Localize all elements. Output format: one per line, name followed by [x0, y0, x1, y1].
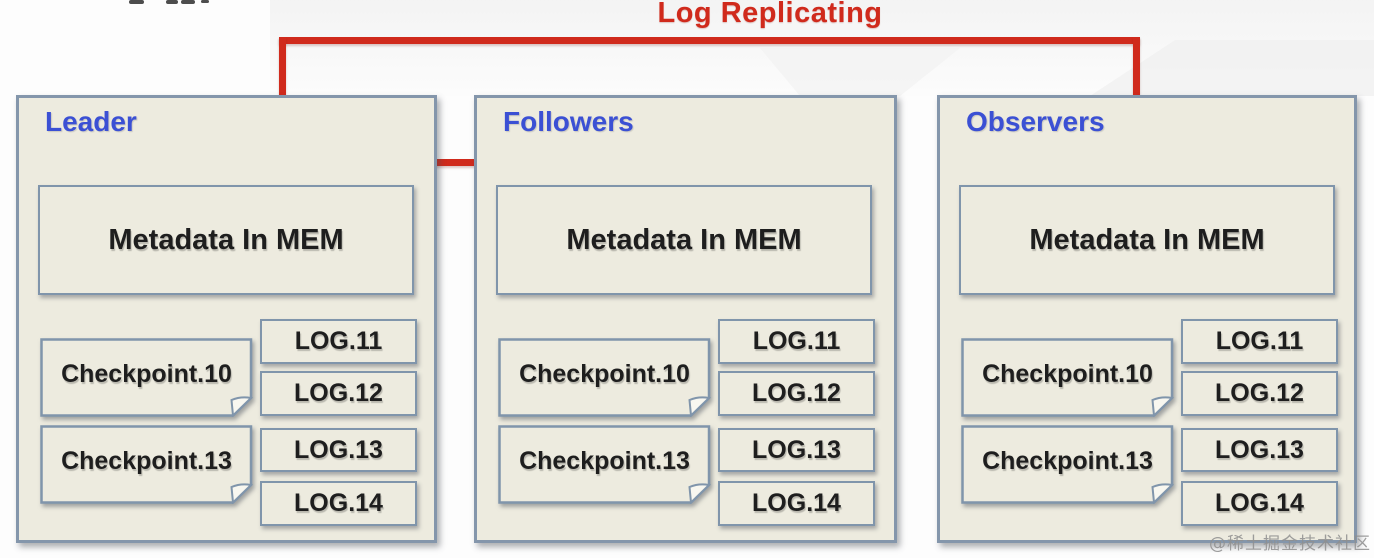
checkpoint-label: Checkpoint.10	[61, 360, 232, 388]
log-label: LOG.11	[1215, 327, 1304, 355]
metadata-in-mem-box: Metadata In MEM	[496, 185, 872, 295]
log-box: LOG.14	[718, 481, 875, 526]
cropped-text-mark	[201, 0, 209, 3]
panel-title: Observers	[966, 106, 1105, 137]
site-watermark: @稀土掘金技术社区	[1209, 534, 1371, 554]
log-label: LOG.13	[752, 435, 841, 464]
leader-panel: Leader Metadata In MEM Checkpoint.10 Che…	[16, 95, 437, 543]
metadata-in-mem-box: Metadata In MEM	[959, 185, 1335, 295]
checkpoint-note: Checkpoint.10	[961, 338, 1174, 417]
checkpoint-label: Checkpoint.13	[982, 447, 1153, 475]
metadata-label: Metadata In MEM	[108, 223, 344, 256]
log-label: LOG.12	[752, 379, 841, 407]
log-box: LOG.12	[718, 371, 875, 416]
log-label: LOG.13	[294, 435, 383, 464]
log-replicating-label: Log Replicating	[657, 0, 883, 29]
log-box: LOG.11	[260, 319, 417, 364]
log-box: LOG.13	[718, 428, 875, 472]
checkpoint-note: Checkpoint.13	[498, 425, 711, 504]
checkpoint-label: Checkpoint.10	[519, 360, 690, 388]
folded-note-shape	[961, 425, 1174, 504]
folded-note-shape	[40, 425, 253, 504]
log-box: LOG.13	[260, 428, 417, 472]
checkpoint-note: Checkpoint.13	[961, 425, 1174, 504]
folded-note-shape	[498, 425, 711, 504]
panel-title: Leader	[45, 106, 137, 137]
cropped-text-mark	[129, 0, 144, 4]
metadata-in-mem-box: Metadata In MEM	[38, 185, 414, 295]
arrow-top-segment	[279, 37, 1140, 44]
checkpoint-label: Checkpoint.10	[982, 360, 1153, 388]
cropped-text-mark	[166, 0, 178, 4]
checkpoint-label: Checkpoint.13	[61, 447, 232, 475]
log-box: LOG.12	[1181, 371, 1338, 416]
log-label: LOG.14	[752, 489, 841, 517]
checkpoint-label: Checkpoint.13	[519, 447, 690, 475]
log-label: LOG.12	[1215, 379, 1304, 407]
folded-note-shape	[961, 338, 1174, 417]
arrow-to-observers-vertical-segment	[1133, 37, 1140, 121]
log-box: LOG.12	[260, 371, 417, 416]
log-label: LOG.13	[1215, 435, 1304, 464]
log-box: LOG.11	[1181, 319, 1338, 364]
log-label: LOG.14	[294, 489, 383, 517]
metadata-label: Metadata In MEM	[1029, 223, 1265, 256]
log-box: LOG.11	[718, 319, 875, 364]
log-box: LOG.13	[1181, 428, 1338, 472]
log-label: LOG.14	[1215, 489, 1304, 517]
folded-note-shape	[498, 338, 711, 417]
folded-note-shape	[40, 338, 253, 417]
observers-panel: Observers Metadata In MEM Checkpoint.10 …	[937, 95, 1357, 543]
cropped-text-mark	[181, 0, 195, 4]
log-label: LOG.11	[752, 327, 841, 355]
checkpoint-note: Checkpoint.13	[40, 425, 253, 504]
metadata-label: Metadata In MEM	[566, 223, 802, 256]
log-label: LOG.11	[294, 327, 383, 355]
checkpoint-note: Checkpoint.10	[40, 338, 253, 417]
checkpoint-note: Checkpoint.10	[498, 338, 711, 417]
log-box: LOG.14	[1181, 481, 1338, 526]
followers-panel: Followers Metadata In MEM Checkpoint.10 …	[474, 95, 897, 543]
panel-title: Followers	[503, 106, 634, 137]
log-box: LOG.14	[260, 481, 417, 526]
log-label: LOG.12	[294, 379, 383, 407]
